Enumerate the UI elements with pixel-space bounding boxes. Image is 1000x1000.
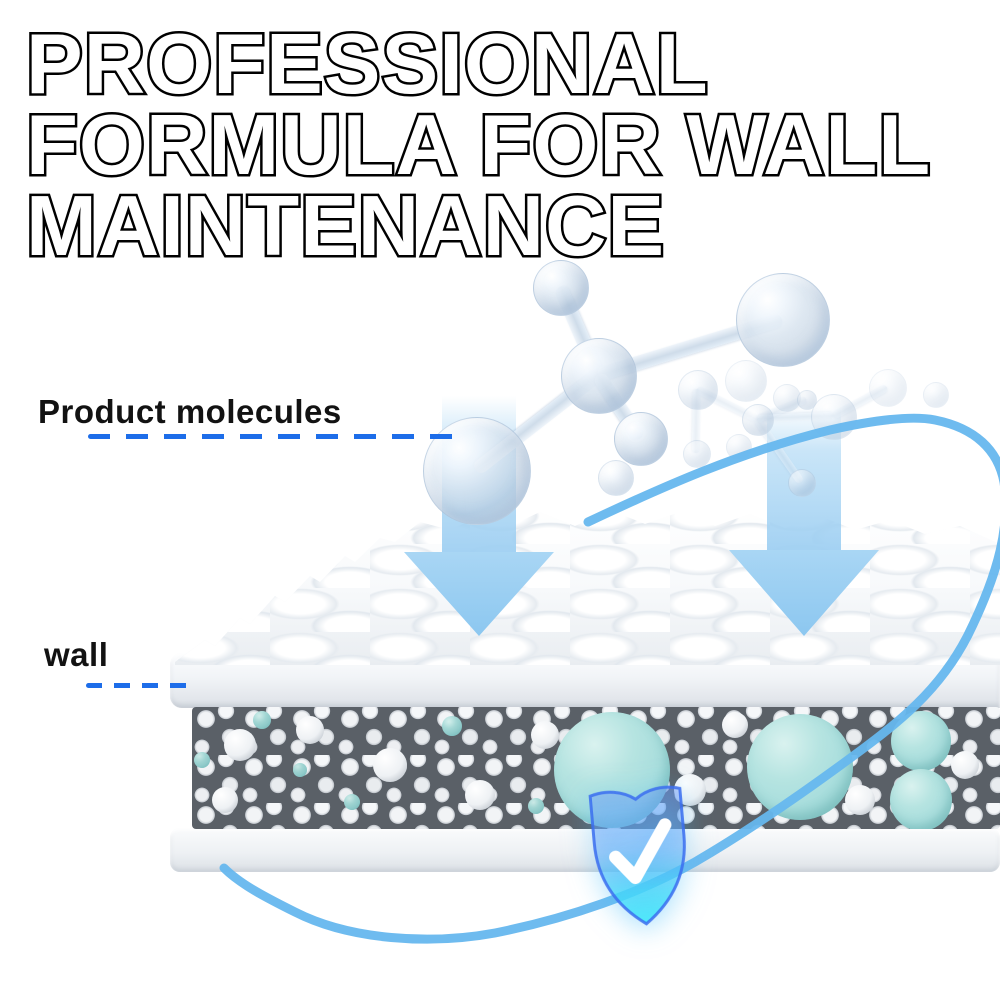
core-sphere-teal-large xyxy=(747,714,853,820)
wall-label: wall xyxy=(44,636,109,673)
molecule-sphere-faint xyxy=(678,370,718,410)
molecule-sphere-small xyxy=(614,412,668,466)
headline-line-2: FORMULA FOR WALL xyxy=(23,98,932,193)
molecule-sphere-faint xyxy=(869,369,907,407)
molecule-sphere-large xyxy=(736,273,830,367)
molecule-sphere-faint xyxy=(811,394,857,440)
molecule-sphere-center xyxy=(561,338,637,414)
wall-leader-line xyxy=(86,683,192,688)
core-sphere-white xyxy=(373,748,407,782)
molecule-sphere-small xyxy=(533,260,589,316)
core-sphere-white xyxy=(845,785,875,815)
molecule-sphere-faint xyxy=(683,440,711,468)
product-molecules-leader-line xyxy=(88,434,456,439)
core-sphere-white xyxy=(224,729,256,761)
molecule-sphere-faint xyxy=(742,404,774,436)
core-sphere-teal-small xyxy=(344,794,360,810)
molecule-sphere-faint xyxy=(725,360,767,402)
molecule-sphere-faint xyxy=(788,469,816,497)
molecule-sphere-faint xyxy=(726,434,752,460)
core-sphere-teal-small xyxy=(442,716,462,736)
core-sphere-teal-medium xyxy=(890,769,952,829)
shield-check-icon xyxy=(588,785,686,926)
product-molecules-label: Product molecules xyxy=(38,393,342,430)
core-sphere-teal-medium xyxy=(891,711,951,771)
core-sphere-teal-small xyxy=(293,763,307,777)
wall-coating-surface xyxy=(175,510,1000,665)
core-sphere-teal-small xyxy=(528,798,544,814)
core-sphere-teal-small xyxy=(253,711,271,729)
core-sphere-white xyxy=(951,751,979,779)
core-sphere-teal-small xyxy=(194,752,210,768)
headline-line-1: PROFESSIONAL xyxy=(23,17,710,112)
headline-line-3: MAINTENANCE xyxy=(23,179,666,274)
core-sphere-white xyxy=(722,712,748,738)
core-sphere-white xyxy=(531,721,559,749)
headline: PROFESSIONAL FORMULA FOR WALL MAINTENANC… xyxy=(23,17,932,274)
core-sphere-white xyxy=(465,780,495,810)
core-sphere-white xyxy=(296,716,324,744)
molecule-sphere-faint xyxy=(598,460,634,496)
molecule-sphere-faint xyxy=(923,382,949,408)
core-sphere-white xyxy=(212,787,238,813)
